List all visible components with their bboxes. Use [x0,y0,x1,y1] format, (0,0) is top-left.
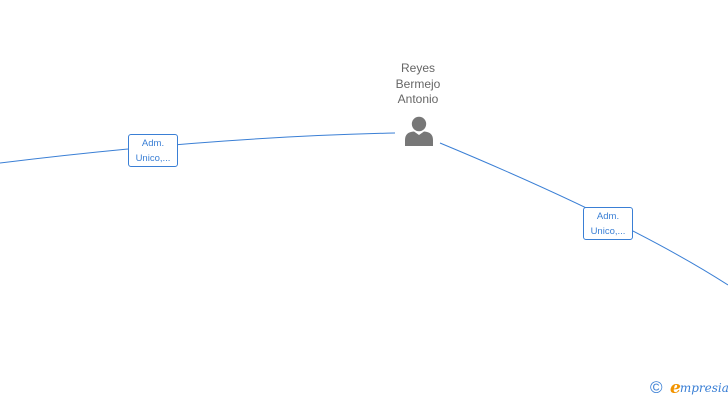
brand-logo-initial: e [669,378,681,398]
person-name[interactable]: Reyes Bermejo Antonio [368,61,468,108]
role-label-line-2: Unico,... [590,225,626,237]
brand-watermark: © empresia [650,378,728,398]
brand-logo-text: mpresia [679,381,728,395]
person-name-line-2: Bermejo [395,76,441,91]
person-name-line-3: Antonio [397,92,439,106]
role-box-right[interactable]: Adm. Unico,... [583,207,633,240]
role-label-line-1: Adm. [596,211,620,222]
role-label-line-1: Adm. [141,138,165,149]
person-icon[interactable] [403,116,435,146]
copyright-icon: © [650,378,663,397]
person-name-line-1: Reyes [400,61,435,75]
role-label-line-2: Unico,... [135,152,171,164]
edge-left [0,132,396,164]
role-box-left[interactable]: Adm. Unico,... [128,134,178,167]
